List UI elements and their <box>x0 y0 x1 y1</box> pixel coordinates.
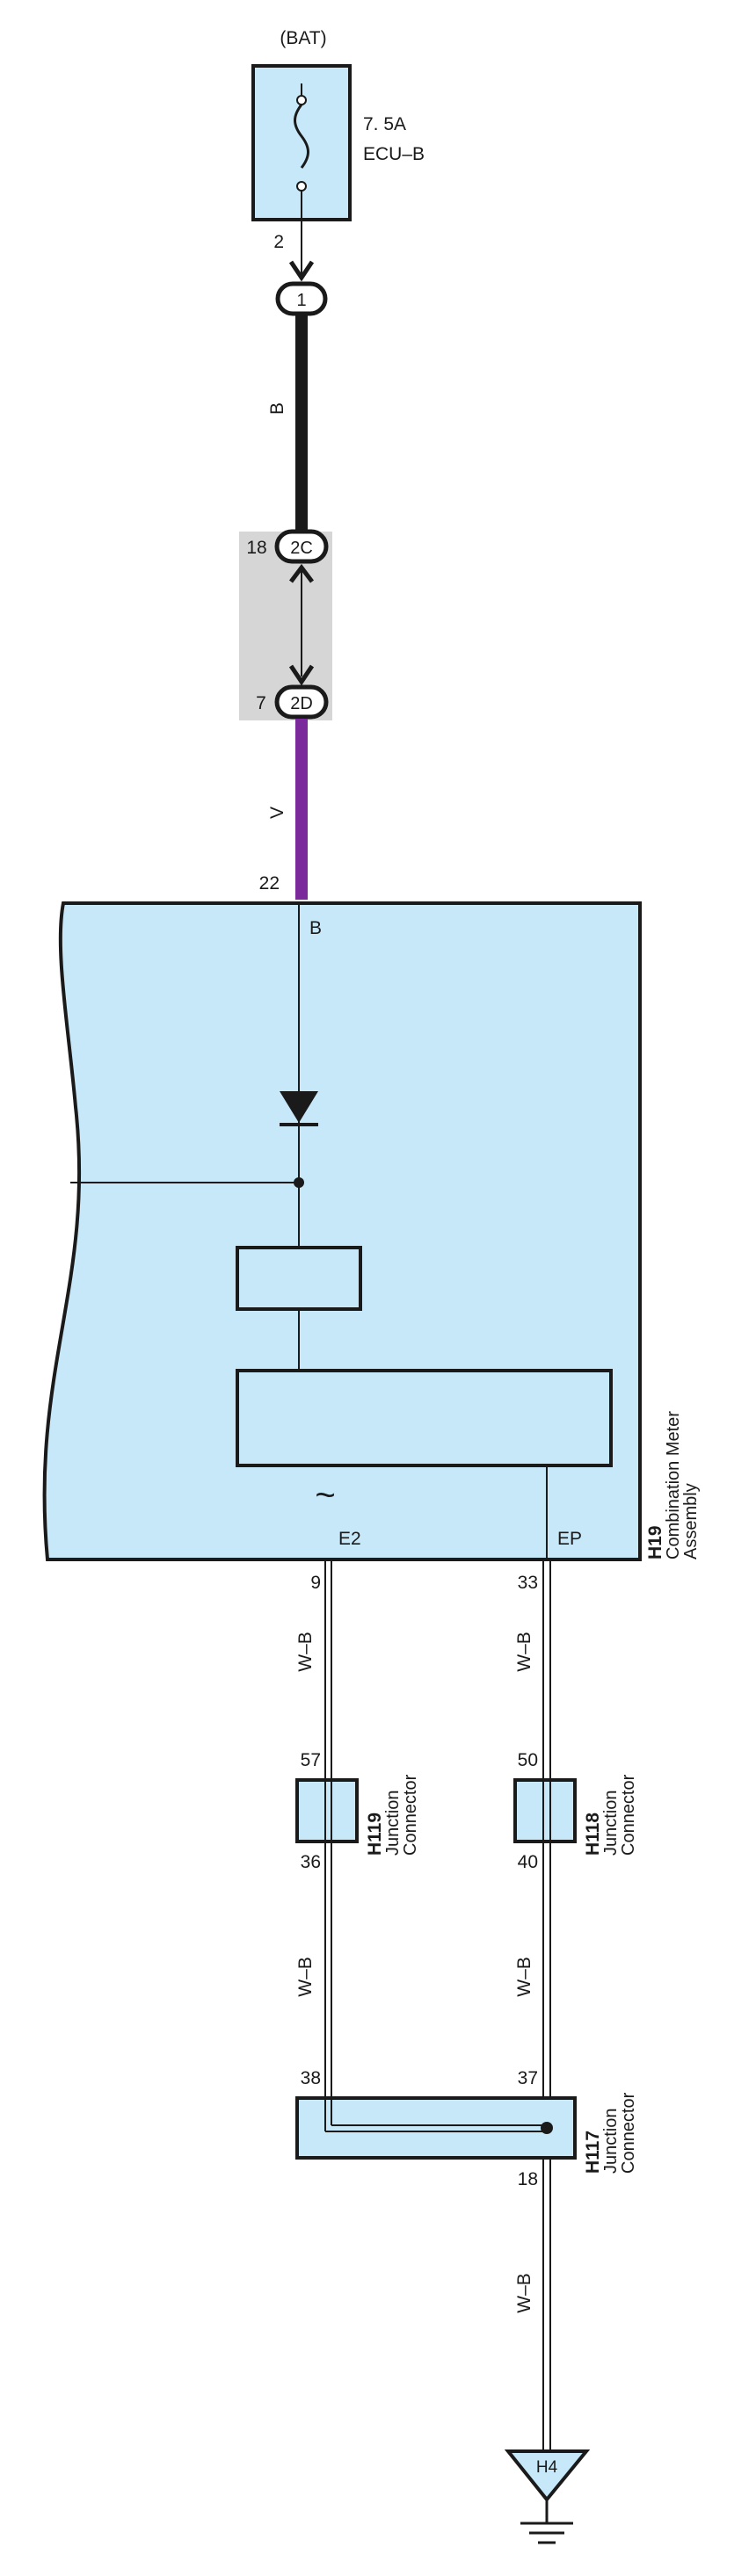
h117-pin-out: 18 <box>518 2169 538 2189</box>
ground-label: H4 <box>536 2458 558 2477</box>
h117-internal-bus <box>324 2098 553 2134</box>
meter-terminal-ep: EP <box>557 1529 582 1549</box>
h117-line2: Connector <box>619 2092 638 2174</box>
fuse-rating: 7. 5A <box>363 114 406 134</box>
h117-line1: Junction <box>601 2109 621 2174</box>
connector-2c-label: 2C <box>290 539 313 558</box>
connector-1-label: 1 <box>296 291 306 310</box>
wire-wb-label-1: W–B <box>295 1632 316 1672</box>
meter-component-small <box>236 1246 362 1311</box>
h118-pin-in: 50 <box>518 1750 538 1770</box>
meter-terminal-b: B <box>309 918 322 938</box>
junction-h117 <box>295 2096 577 2160</box>
junction-dot <box>294 1177 304 1188</box>
h118-code: H118 <box>583 1813 603 1856</box>
connector-2c-arrow <box>289 563 314 583</box>
connector-2d-pin: 7 <box>256 693 266 713</box>
meter-name-line1: Combination Meter <box>664 1411 683 1559</box>
connector-2d-label: 2D <box>290 694 313 713</box>
meter-code: H19 <box>645 1525 665 1559</box>
connector-2c <box>274 529 329 564</box>
h118-line2: Connector <box>619 1774 638 1856</box>
fuse-pin-label: 2 <box>273 232 284 252</box>
fuse-name: ECU–B <box>363 144 425 164</box>
h119-line2: Connector <box>401 1774 420 1856</box>
diode-icon <box>280 1091 318 1123</box>
wire-b-color-code: B <box>267 402 287 415</box>
junction-h119 <box>295 1778 359 1843</box>
connector-2c-pin: 18 <box>246 538 266 558</box>
junction-h118 <box>513 1778 577 1843</box>
power-source-label: (BAT) <box>280 28 326 48</box>
h117-pin-left: 38 <box>301 2068 321 2088</box>
wire-wb-label-2: W–B <box>514 1632 534 1672</box>
ground-point-h4 <box>504 2449 591 2503</box>
fuse-icon <box>294 83 309 220</box>
wire-v-color-code: V <box>267 807 287 819</box>
ground-icon <box>520 2500 573 2544</box>
wire-wb-label-3: W–B <box>295 1957 316 1997</box>
h119-pin-in: 57 <box>301 1750 321 1770</box>
meter-pin-e2: 9 <box>310 1573 321 1593</box>
wire-wb-label-4: W–B <box>514 1957 534 1997</box>
meter-pin-b: 22 <box>259 873 280 894</box>
h118-line1: Junction <box>601 1791 621 1856</box>
meter-component-large <box>236 1369 613 1467</box>
h119-line1: Junction <box>383 1791 403 1856</box>
h119-code: H119 <box>365 1813 385 1856</box>
meter-terminal-e2: E2 <box>338 1529 361 1549</box>
connector-2d <box>274 684 329 720</box>
meter-pin-ep: 33 <box>518 1573 538 1593</box>
connector-2d-arrow <box>288 664 315 686</box>
h117-pin-right: 37 <box>518 2068 538 2088</box>
wire-wb-right <box>542 1559 551 2451</box>
meter-name-line2: Assembly <box>681 1483 701 1559</box>
h119-pin-out: 36 <box>301 1852 321 1872</box>
tilde-symbol: ~ <box>315 1476 335 1515</box>
meter-internal-circuit <box>70 903 613 1559</box>
h117-code: H117 <box>583 2131 603 2174</box>
h118-pin-out: 40 <box>518 1852 538 1872</box>
connector-1-arrow <box>288 260 315 282</box>
wire-wb-label-5: W–B <box>514 2273 534 2313</box>
h117-junction-dot <box>541 2122 553 2134</box>
